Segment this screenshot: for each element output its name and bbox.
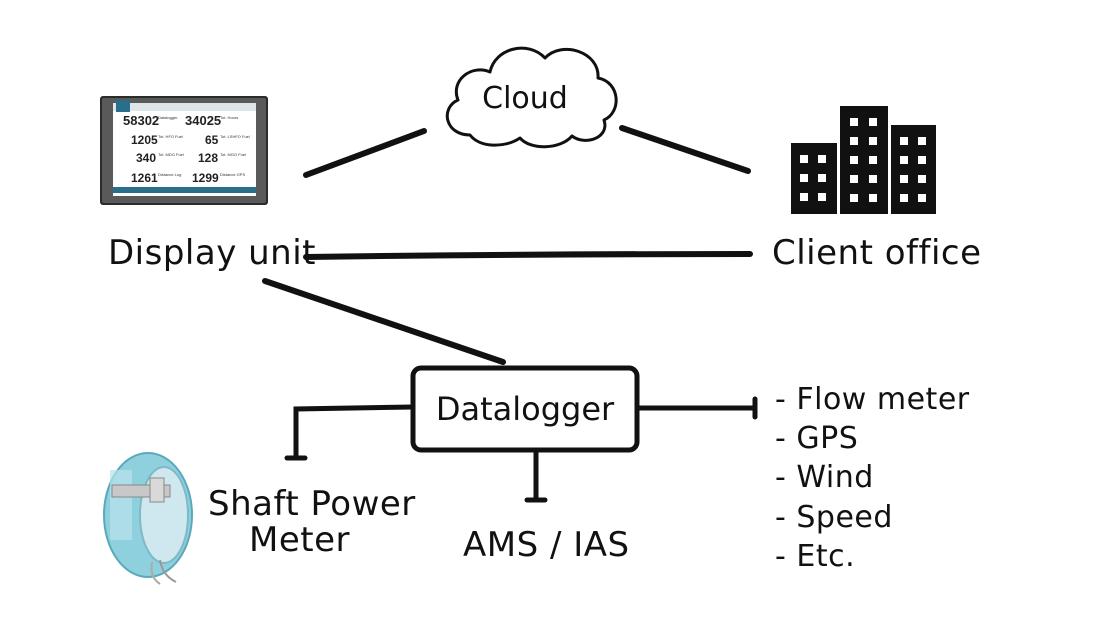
tile-value: 1205 bbox=[131, 133, 158, 147]
link-display-datalogger bbox=[262, 278, 506, 365]
tile-caption: Tot. MDO Fuel bbox=[158, 152, 184, 157]
tile-value: 128 bbox=[198, 151, 218, 165]
datalogger-label: Datalogger bbox=[436, 390, 615, 428]
datalogger-node: Datalogger bbox=[410, 365, 640, 453]
sensor-list-item: - Wind bbox=[775, 460, 874, 495]
screen-tile: 1299 Distance GPS bbox=[192, 171, 245, 185]
tile-value: 340 bbox=[136, 151, 156, 165]
sensor-list: - Flow meter - GPS - Wind - Speed - Etc. bbox=[775, 382, 970, 574]
client-office-label: Client office bbox=[772, 233, 982, 273]
screen-tile: 65 Tot. LSHFO Fuel bbox=[205, 133, 250, 147]
display-unit-device: 58302 Datalogger 34025 Tot. Hours 1205 T… bbox=[100, 96, 268, 205]
cloud-label: Cloud bbox=[482, 81, 568, 116]
shaft-power-meter-label-line2: Meter bbox=[249, 520, 350, 560]
client-office-node: Client office bbox=[772, 106, 982, 273]
sensor-list-item: - Etc. bbox=[775, 539, 855, 574]
connectors bbox=[262, 125, 758, 503]
screen-header bbox=[113, 103, 256, 111]
sensor-list-item: - GPS bbox=[775, 421, 858, 456]
ams-ias-label: AMS / IAS bbox=[463, 525, 630, 565]
tile-caption: Datalogger bbox=[158, 115, 178, 120]
tile-value: 1261 bbox=[131, 171, 158, 185]
link-display-cloud bbox=[303, 128, 427, 178]
screen-tile: 34025 Tot. Hours bbox=[185, 113, 238, 128]
tile-value: 65 bbox=[205, 133, 219, 147]
tile-caption: Distance GPS bbox=[220, 172, 245, 177]
datalogger-box bbox=[410, 365, 640, 453]
tile-value: 34025 bbox=[185, 113, 221, 128]
cloud-node: Cloud bbox=[445, 46, 618, 149]
screen-tile: 58302 Datalogger bbox=[123, 113, 178, 128]
display-unit-label: Display unit bbox=[108, 233, 316, 273]
link-datalogger-shaft bbox=[293, 404, 416, 461]
screen-tile: 128 Tot. MGO Fuel bbox=[198, 151, 246, 165]
screen-tile: 1205 Tot. HFO Fuel bbox=[131, 133, 183, 147]
tile-value: 1299 bbox=[192, 171, 219, 185]
tile-caption: Tot. HFO Fuel bbox=[158, 134, 183, 139]
display-unit-node: 58302 Datalogger 34025 Tot. Hours 1205 T… bbox=[100, 96, 316, 273]
shaft-power-meter-label-line1: Shaft Power bbox=[208, 484, 416, 524]
link-display-office bbox=[303, 251, 753, 260]
screen-tiles: 58302 Datalogger 34025 Tot. Hours 1205 T… bbox=[123, 113, 250, 185]
tile-value: 58302 bbox=[123, 113, 159, 128]
screen-footer bbox=[113, 187, 256, 193]
tile-caption: Tot. LSHFO Fuel bbox=[220, 134, 250, 139]
sensor-list-item: - Flow meter bbox=[775, 382, 970, 417]
tile-caption: Tot. Hours bbox=[220, 115, 238, 120]
cloud-icon bbox=[445, 46, 618, 149]
shaft-power-meter-node: Shaft Power Meter bbox=[103, 452, 416, 585]
screen-tile: 1261 Distance Log bbox=[131, 171, 181, 185]
tile-caption: Distance Log bbox=[158, 172, 181, 177]
building-icon bbox=[791, 106, 936, 214]
sensor-list-item: - Speed bbox=[775, 500, 893, 535]
link-cloud-office bbox=[619, 125, 751, 174]
shaft-sensor-icon bbox=[103, 452, 193, 585]
screen-tile: 340 Tot. MDO Fuel bbox=[136, 151, 184, 165]
tile-caption: Tot. MGO Fuel bbox=[220, 152, 246, 157]
ams-ias-node: AMS / IAS bbox=[463, 525, 630, 565]
screen-logo bbox=[116, 100, 130, 112]
